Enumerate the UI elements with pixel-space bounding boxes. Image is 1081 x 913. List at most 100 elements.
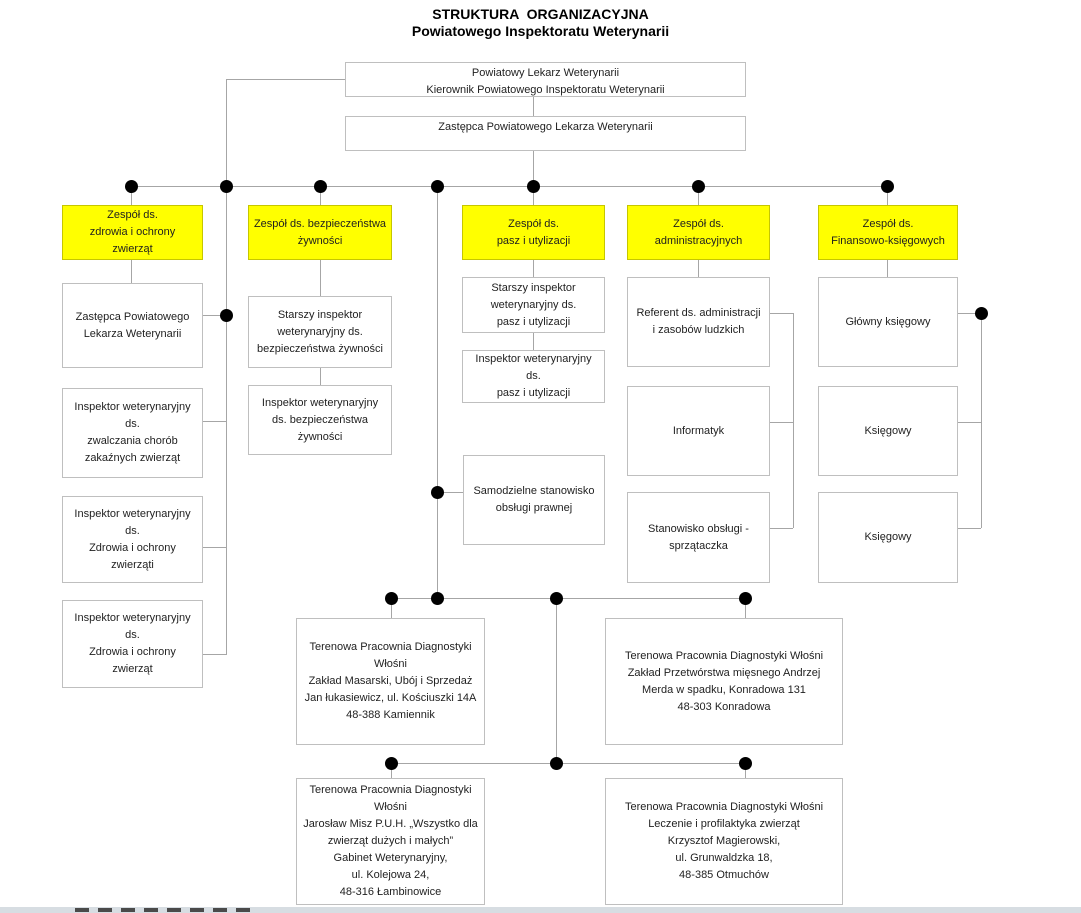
connector-stub-col1-m1 xyxy=(203,315,226,316)
member-box-starszy-inspektor-pasze: Starszy inspektor weterynaryjny ds. pasz… xyxy=(462,277,605,333)
connector-stub-col1-m3 xyxy=(203,547,226,548)
box-head-veterinarian-label: Powiatowy Lekarz Weterynarii Kierownik P… xyxy=(426,67,665,96)
connector-col4-bracket xyxy=(793,313,794,528)
lab-box-kamiennik: Terenowa Pracownia Diagnostyki Włośni Za… xyxy=(296,618,485,745)
team-label: Zespół ds. administracyjnych xyxy=(654,217,743,247)
lab-box-lambinowice: Terenowa Pracownia Diagnostyki Włośni Ja… xyxy=(296,778,485,905)
box-legal-unit-label: Samodzielne stanowisko obsługi prawnej xyxy=(473,485,595,514)
connector-drop-lab4 xyxy=(745,763,746,778)
junction-dot xyxy=(975,307,988,320)
connector-labs-horizontal-1 xyxy=(391,598,745,599)
connector-drop-lab3 xyxy=(391,763,392,778)
cut-off-content-marks xyxy=(75,908,250,912)
connector-legal-labs-axis xyxy=(437,186,438,599)
box-deputy-veterinarian: Zastępca Powiatowego Lekarza Weterynarii xyxy=(345,116,746,151)
junction-dot xyxy=(550,592,563,605)
member-box-inspektor-pasze: Inspektor weterynaryjny ds. pasz i utyli… xyxy=(462,350,605,403)
connector-stub-col5-m1 xyxy=(958,313,981,314)
lab-label: Terenowa Pracownia Diagnostyki Włośni Za… xyxy=(624,649,824,713)
member-box-starszy-inspektor-zywnosc: Starszy inspektor weterynaryjny ds. bezp… xyxy=(248,296,392,368)
connector-main-horizontal xyxy=(131,186,887,187)
team-box-pasz-i-utylizacji: Zespół ds. pasz i utylizacji xyxy=(462,205,605,260)
junction-dot xyxy=(385,757,398,770)
connector-team3-member1 xyxy=(533,260,534,277)
team-box-bezpieczenstwa-zywnosci: Zespół ds. bezpieczeństwa żywności xyxy=(248,205,392,260)
junction-dot xyxy=(739,757,752,770)
page-title-line1: STRUKTURA ORGANIZACYJNA xyxy=(432,6,649,22)
junction-dot xyxy=(692,180,705,193)
member-box-zastepca-plw: Zastępca Powiatowego Lekarza Weterynarii xyxy=(62,283,203,368)
connector-labs-horizontal-2 xyxy=(391,763,745,764)
connector-stub-col1-m4 xyxy=(203,654,226,655)
team-label: Zespół ds. pasz i utylizacji xyxy=(496,217,571,247)
junction-dot xyxy=(527,180,540,193)
member-label: Starszy inspektor weterynaryjny ds. pasz… xyxy=(490,281,577,328)
team-label: Zespół ds. Finansowo-księgowych xyxy=(831,217,945,247)
connector-col3-m1-m2 xyxy=(533,333,534,350)
member-label: Informatyk xyxy=(672,424,725,437)
junction-dot xyxy=(881,180,894,193)
connector-team4-member1 xyxy=(698,260,699,277)
junction-dot xyxy=(220,309,233,322)
member-label: Główny księgowy xyxy=(845,315,931,328)
member-label: Inspektor weterynaryjny ds. Zdrowia i oc… xyxy=(74,507,191,571)
member-box-inspektor-zdrowia-2: Inspektor weterynaryjny ds. Zdrowia i oc… xyxy=(62,600,203,688)
team-label: Zespół ds. bezpieczeństwa żywności xyxy=(253,217,387,247)
connector-drop-team5 xyxy=(887,186,888,205)
connector-left-bracket-vertical xyxy=(226,79,227,655)
connector-stub-col1-m2 xyxy=(203,421,226,422)
member-label: Księgowy xyxy=(864,424,912,437)
box-legal-unit: Samodzielne stanowisko obsługi prawnej xyxy=(463,455,605,545)
member-label: Inspektor weterynaryjny ds. Zdrowia i oc… xyxy=(74,612,191,675)
member-label: Referent ds. administracji i zasobów lud… xyxy=(636,307,761,336)
member-label: Inspektor weterynaryjny ds. pasz i utyli… xyxy=(475,353,592,399)
team-label: Zespół ds. zdrowia i ochrony zwierząt xyxy=(89,209,176,255)
connector-head-to-left-bracket xyxy=(226,79,345,80)
connector-drop-team4 xyxy=(698,186,699,205)
connector-col2-m1-m2 xyxy=(320,368,321,385)
member-box-referent-administracja: Referent ds. administracji i zasobów lud… xyxy=(627,277,770,367)
member-label: Księgowy xyxy=(864,531,912,543)
lab-label: Terenowa Pracownia Diagnostyki Włośni Za… xyxy=(304,641,477,721)
team-box-zdrowia-i-ochrony-zwierzat: Zespół ds. zdrowia i ochrony zwierząt xyxy=(62,205,203,260)
lab-box-otmuchow: Terenowa Pracownia Diagnostyki Włośni Le… xyxy=(605,778,843,905)
lab-label: Terenowa Pracownia Diagnostyki Włośni Ja… xyxy=(303,784,478,898)
member-label: Starszy inspektor weterynaryjny ds. bezp… xyxy=(257,308,383,355)
box-head-veterinarian: Powiatowy Lekarz Weterynarii Kierownik P… xyxy=(345,62,746,97)
member-label: Inspektor weterynaryjny ds. zwalczania c… xyxy=(74,401,191,464)
junction-dot xyxy=(739,592,752,605)
junction-dot xyxy=(385,592,398,605)
junction-dot xyxy=(220,180,233,193)
connector-stub-col4-m3 xyxy=(770,528,793,529)
connector-stub-legal xyxy=(437,492,463,493)
junction-dot xyxy=(431,486,444,499)
connector-drop-lab2 xyxy=(745,598,746,618)
member-label: Zastępca Powiatowego Lekarza Weterynarii xyxy=(75,310,190,340)
lab-box-konradowa: Terenowa Pracownia Diagnostyki Włośni Za… xyxy=(605,618,843,745)
box-deputy-veterinarian-label: Zastępca Powiatowego Lekarza Weterynarii xyxy=(438,121,653,133)
junction-dot xyxy=(314,180,327,193)
connector-team2-member1 xyxy=(320,260,321,296)
member-box-inspektor-zywnosc: Inspektor weterynaryjny ds. bezpieczeńst… xyxy=(248,385,392,455)
member-box-glowny-ksiegowy: Główny księgowy xyxy=(818,277,958,367)
connector-labs-mid-vertical xyxy=(556,598,557,763)
team-box-finansowo-ksiegowych: Zespół ds. Finansowo-księgowych xyxy=(818,205,958,260)
member-label: Stanowisko obsługi - sprzątaczka xyxy=(648,522,749,552)
member-box-inspektor-zdrowia-1: Inspektor weterynaryjny ds. Zdrowia i oc… xyxy=(62,496,203,583)
page-bottom-edge xyxy=(0,907,1081,913)
connector-drop-team2 xyxy=(320,186,321,205)
member-box-sprzataczka: Stanowisko obsługi - sprzątaczka xyxy=(627,492,770,583)
member-box-ksiegowy-1: Księgowy xyxy=(818,386,958,476)
junction-dot xyxy=(431,592,444,605)
connector-team1-member1 xyxy=(131,260,132,283)
team-box-administracyjnych: Zespół ds. administracyjnych xyxy=(627,205,770,260)
connector-stub-col5-m2 xyxy=(958,422,981,423)
junction-dot xyxy=(125,180,138,193)
connector-stub-col4-m2 xyxy=(770,422,793,423)
connector-col5-bracket xyxy=(981,313,982,528)
lab-label: Terenowa Pracownia Diagnostyki Włośni Le… xyxy=(624,801,824,881)
junction-dot xyxy=(550,757,563,770)
member-box-ksiegowy-2: Księgowy xyxy=(818,492,958,583)
connector-stub-col4-m1 xyxy=(770,313,793,314)
